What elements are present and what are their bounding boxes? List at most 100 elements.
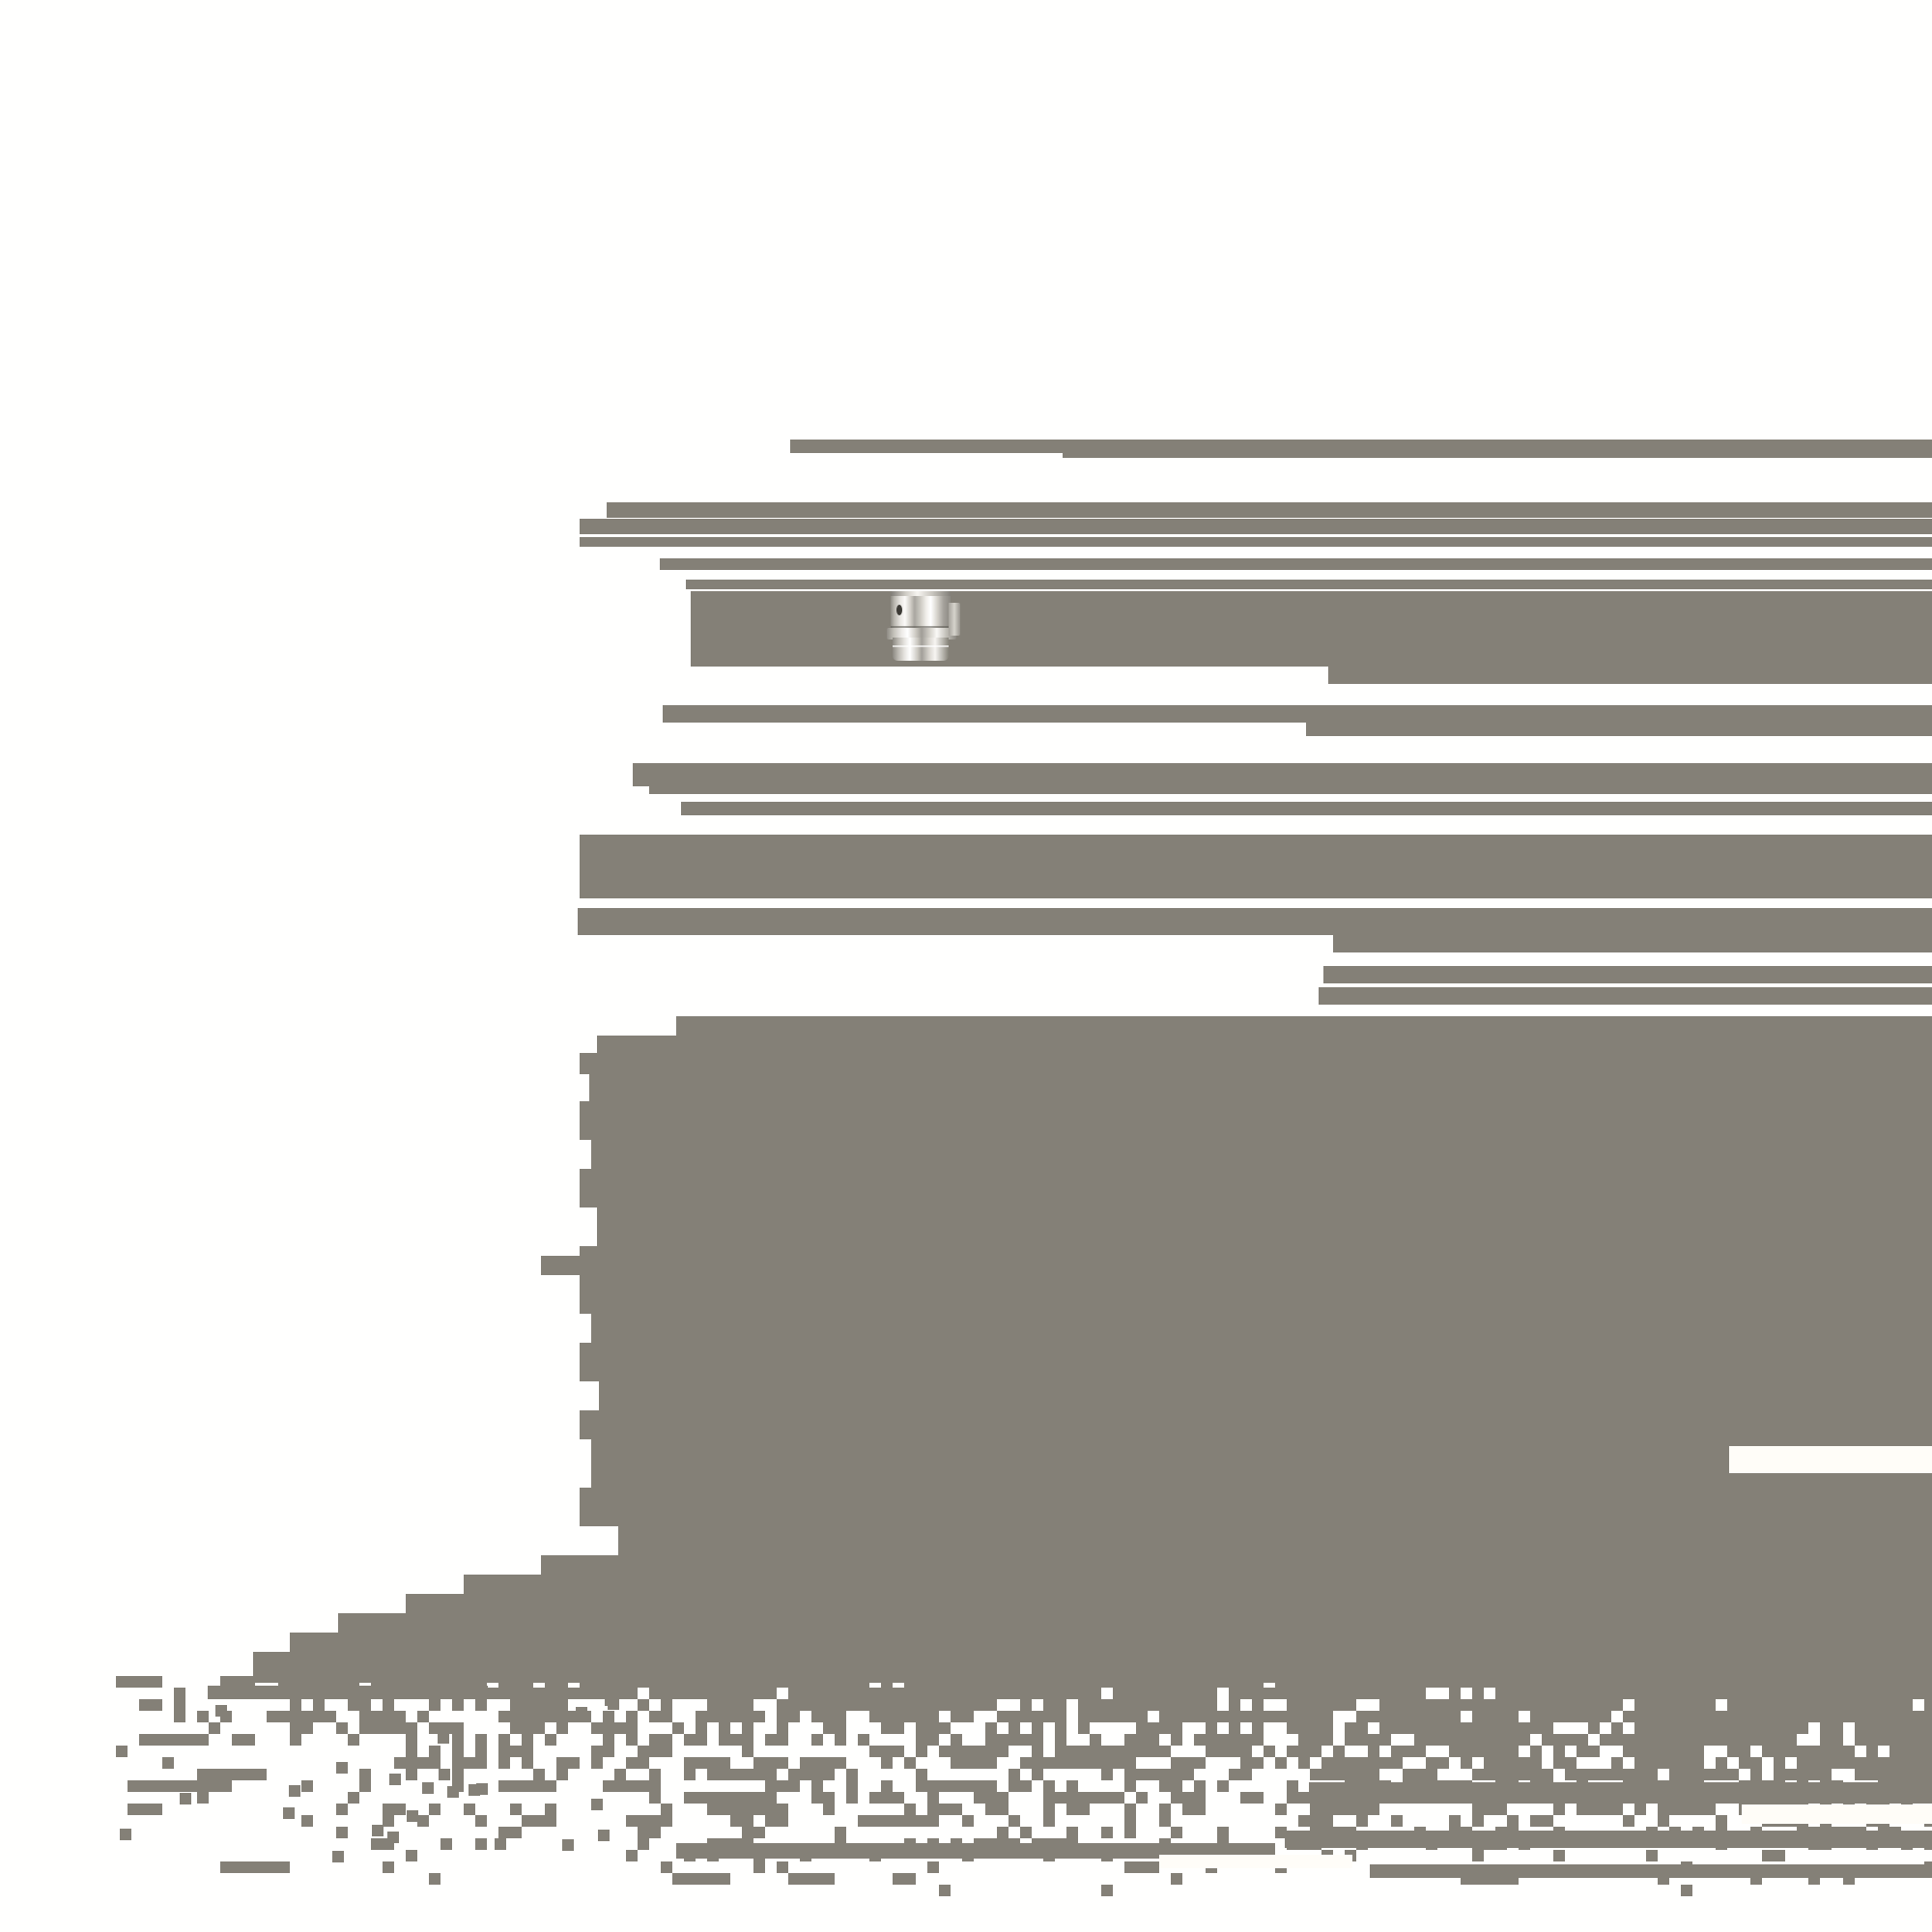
noise-pixel <box>372 1825 384 1836</box>
noise-pixel <box>1843 1711 1855 1722</box>
noise-pixel <box>1495 1722 1507 1734</box>
noise-pixel <box>1472 1804 1484 1815</box>
noise-pixel <box>1310 1746 1321 1757</box>
noise-pixel <box>638 1757 649 1769</box>
noise-pixel <box>1519 1757 1530 1769</box>
noise-pixel <box>1356 1815 1368 1827</box>
noise-pixel <box>1530 1688 1542 1699</box>
noise-pixel <box>1356 1757 1368 1769</box>
noise-pixel <box>997 1676 1009 1688</box>
noise-pixel <box>452 1699 464 1711</box>
noise-pixel <box>1426 1676 1437 1688</box>
noise-pixel <box>1426 1699 1437 1711</box>
noise-pixel <box>1669 1746 1681 1757</box>
noise-pixel <box>649 1827 661 1838</box>
noise-pixel <box>823 1804 835 1815</box>
noise-pixel <box>869 1688 881 1699</box>
noise-pixel <box>545 1688 556 1699</box>
noise-pixel <box>846 1769 858 1780</box>
noise-pixel <box>1101 1676 1113 1688</box>
noise-pixel <box>974 1757 985 1769</box>
noise-pixel <box>1681 1722 1692 1734</box>
noise-pixel <box>823 1711 835 1722</box>
noise-pixel <box>742 1722 753 1734</box>
noise-pixel <box>881 1688 893 1699</box>
noise-pixel <box>904 1815 916 1827</box>
noise-pixel <box>1692 1699 1704 1711</box>
noise-pixel <box>1287 1792 1298 1804</box>
noise-pixel <box>614 1688 626 1699</box>
noise-pixel <box>580 1688 603 1699</box>
noise-pixel <box>1159 1722 1171 1734</box>
noise-pixel <box>1634 1688 1646 1699</box>
redaction-bar <box>1309 1782 1932 1804</box>
noise-pixel <box>1379 1734 1391 1746</box>
noise-pixel <box>1542 1734 1553 1746</box>
noise-pixel <box>638 1780 649 1792</box>
noise-pixel <box>452 1734 464 1746</box>
noise-pixel <box>1461 1757 1472 1769</box>
noise-pixel <box>626 1734 638 1746</box>
noise-pixel <box>1055 1757 1066 1769</box>
noise-pixel <box>1356 1804 1368 1815</box>
noise-pixel <box>290 1722 301 1734</box>
noise-pixel <box>1913 1711 1924 1722</box>
noise-pixel <box>487 1688 498 1699</box>
noise-pixel <box>614 1722 626 1734</box>
noise-pixel <box>1495 1676 1507 1688</box>
noise-pixel <box>649 1711 661 1722</box>
noise-pixel <box>1542 1769 1553 1780</box>
noise-pixel <box>568 1757 580 1769</box>
noise-pixel <box>301 1815 313 1827</box>
noise-pixel <box>243 1734 255 1746</box>
redaction-knockout <box>1159 1855 1352 1868</box>
noise-pixel <box>1623 1815 1634 1827</box>
noise-pixel <box>985 1688 997 1699</box>
noise-pixel <box>638 1815 649 1827</box>
noise-pixel <box>951 1676 962 1688</box>
noise-pixel <box>197 1769 267 1780</box>
noise-pixel <box>452 1676 464 1688</box>
noise-pixel <box>1750 1676 1762 1688</box>
noise-pixel <box>1472 1711 1484 1722</box>
noise-pixel <box>974 1792 985 1804</box>
noise-pixel <box>162 1757 174 1769</box>
noise-pixel <box>1287 1688 1298 1699</box>
noise-pixel <box>1101 1827 1113 1838</box>
noise-pixel <box>1090 1746 1159 1757</box>
noise-pixel <box>533 1711 556 1722</box>
noise-pixel <box>1043 1780 1055 1792</box>
noise-pixel <box>383 1676 394 1688</box>
noise-pixel <box>1101 1885 1113 1896</box>
noise-pixel <box>1078 1676 1090 1688</box>
noise-pixel <box>1020 1780 1032 1792</box>
noise-pixel <box>951 1734 962 1746</box>
noise-pixel <box>348 1792 359 1804</box>
noise-pixel <box>788 1711 800 1722</box>
noise-pixel <box>1310 1769 1321 1780</box>
noise-pixel <box>1426 1722 1437 1734</box>
noise-pixel <box>591 1799 603 1810</box>
noise-pixel <box>1808 1699 1820 1711</box>
noise-pixel <box>510 1688 522 1699</box>
noise-pixel <box>1588 1722 1600 1734</box>
noise-pixel <box>139 1699 151 1711</box>
noise-pixel <box>753 1688 765 1699</box>
noise-pixel <box>1530 1711 1542 1722</box>
noise-pixel <box>649 1815 672 1827</box>
noise-pixel <box>533 1815 545 1827</box>
noise-pixel <box>1669 1699 1681 1711</box>
noise-pixel <box>278 1676 290 1688</box>
noise-pixel <box>475 1676 487 1688</box>
noise-pixel <box>1704 1688 1716 1699</box>
noise-pixel <box>1032 1688 1043 1699</box>
noise-pixel <box>332 1851 344 1862</box>
noise-pixel <box>576 1707 587 1719</box>
noise-pixel <box>742 1746 753 1757</box>
noise-pixel <box>1101 1769 1113 1780</box>
noise-pixel <box>1298 1815 1333 1827</box>
noise-pixel <box>1634 1722 1646 1734</box>
noise-pixel <box>1124 1780 1136 1792</box>
noise-pixel <box>1449 1699 1461 1711</box>
noise-pixel <box>608 1698 619 1710</box>
